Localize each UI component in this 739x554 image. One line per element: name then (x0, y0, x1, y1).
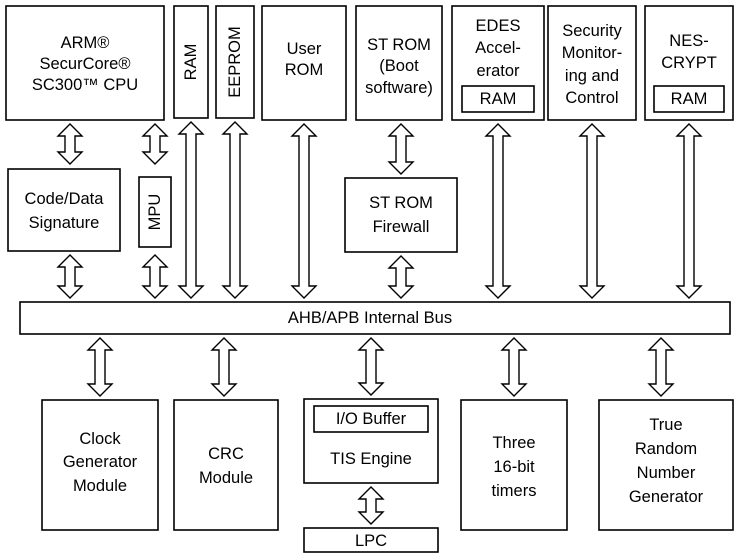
arrow-bus-clock (86, 337, 114, 397)
edes-block: EDES Accel- erator RAM (451, 5, 545, 121)
timers-label-line1: Three (492, 434, 535, 452)
security-label-line4: Control (565, 89, 618, 107)
crc-label-line2: Module (199, 469, 253, 487)
arrow-cpu-mpu (141, 123, 169, 165)
arrow-cpu-signature (56, 123, 84, 165)
edes-ram-label: RAM (480, 90, 517, 108)
code-data-signature-line1: Code/Data (25, 190, 105, 208)
user-rom-block: User ROM (261, 5, 347, 121)
cpu-label-line1: ARM® (61, 34, 110, 52)
arrow-edes-bus (484, 123, 512, 299)
arrow-bus-crc (210, 337, 238, 397)
user-rom-label-line1: User (287, 40, 322, 58)
lpc-label: LPC (355, 532, 387, 550)
st-rom-firewall-line1: ST ROM (369, 194, 433, 212)
clock-label-line3: Module (73, 477, 127, 495)
st-rom-boot-label-line3: software) (365, 79, 433, 97)
st-rom-boot-block: ST ROM (Boot software) (355, 5, 443, 121)
timers-block: Three 16-bit timers (460, 399, 568, 531)
st-rom-firewall-block: ST ROM Firewall (344, 177, 458, 253)
edes-label-line3: erator (476, 62, 520, 80)
edes-label-line1: EDES (476, 17, 521, 35)
arrow-mpu-bus (141, 254, 169, 299)
ram-label: RAM (182, 44, 200, 81)
tis-engine-label: TIS Engine (330, 450, 412, 468)
edes-label-line2: Accel- (475, 39, 521, 57)
trng-label-line2: Random (635, 440, 697, 458)
lpc-block: LPC (303, 527, 439, 553)
timers-label-line3: timers (492, 482, 537, 500)
arrow-firewall-bus (387, 255, 415, 299)
user-rom-label-line2: ROM (285, 61, 324, 79)
arrow-signature-bus (56, 254, 84, 299)
eeprom-block: EEPROM (215, 5, 255, 119)
bus-label: AHB/APB Internal Bus (288, 309, 452, 327)
trng-label-line3: Number (637, 464, 696, 482)
code-data-signature-block: Code/Data Signature (7, 168, 121, 252)
trng-block: True Random Number Generator (598, 399, 734, 531)
arrow-bus-trng (647, 337, 675, 397)
nescrypt-ram-label: RAM (671, 90, 708, 108)
arrow-bus-timers (500, 337, 528, 397)
security-label-line2: Monitor- (562, 44, 623, 62)
internal-bus: AHB/APB Internal Bus (19, 301, 731, 335)
cpu-block: ARM® SecurCore® SC300™ CPU (5, 5, 165, 121)
nescrypt-label-line2: CRYPT (661, 54, 717, 72)
eeprom-label: EEPROM (226, 26, 244, 98)
timers-label-line2: 16-bit (493, 458, 535, 476)
arrow-bus-tis (357, 337, 385, 396)
crc-module-block: CRC Module (173, 399, 279, 531)
st-rom-boot-label-line1: ST ROM (367, 36, 431, 54)
security-monitoring-block: Security Monitor- ing and Control (547, 5, 637, 121)
tis-engine-block: I/O Buffer TIS Engine (303, 398, 439, 484)
security-label-line1: Security (562, 22, 622, 40)
security-label-line3: ing and (565, 67, 619, 85)
connection-arrows (56, 121, 703, 525)
clock-label-line1: Clock (79, 430, 121, 448)
io-buffer-label: I/O Buffer (336, 410, 407, 428)
clock-generator-block: Clock Generator Module (41, 399, 159, 531)
arrow-nescrypt-bus (675, 123, 703, 299)
arrow-ram-bus (177, 121, 205, 299)
mpu-block: MPU (138, 176, 172, 248)
arrow-security-bus (578, 123, 606, 299)
crc-label-line1: CRC (208, 445, 244, 463)
clock-label-line2: Generator (63, 453, 138, 471)
nescrypt-label-line1: NES- (669, 32, 708, 50)
trng-label-line4: Generator (629, 488, 704, 506)
cpu-label-line3: SC300™ CPU (32, 76, 138, 94)
st-rom-firewall-line2: Firewall (373, 218, 430, 236)
code-data-signature-line2: Signature (29, 214, 100, 232)
cpu-label-line2: SecurCore® (39, 55, 130, 73)
mpu-label: MPU (146, 194, 164, 231)
arrow-tis-lpc (357, 486, 385, 525)
trng-label-line1: True (649, 416, 682, 434)
arrow-user-rom-bus (290, 123, 318, 299)
arrow-boot-rom-firewall (387, 123, 415, 175)
st-rom-boot-label-line2: (Boot (379, 57, 419, 75)
arrow-eeprom-bus (221, 121, 249, 299)
nescrypt-block: NES- CRYPT RAM (644, 5, 734, 121)
ram-block: RAM (173, 5, 209, 119)
